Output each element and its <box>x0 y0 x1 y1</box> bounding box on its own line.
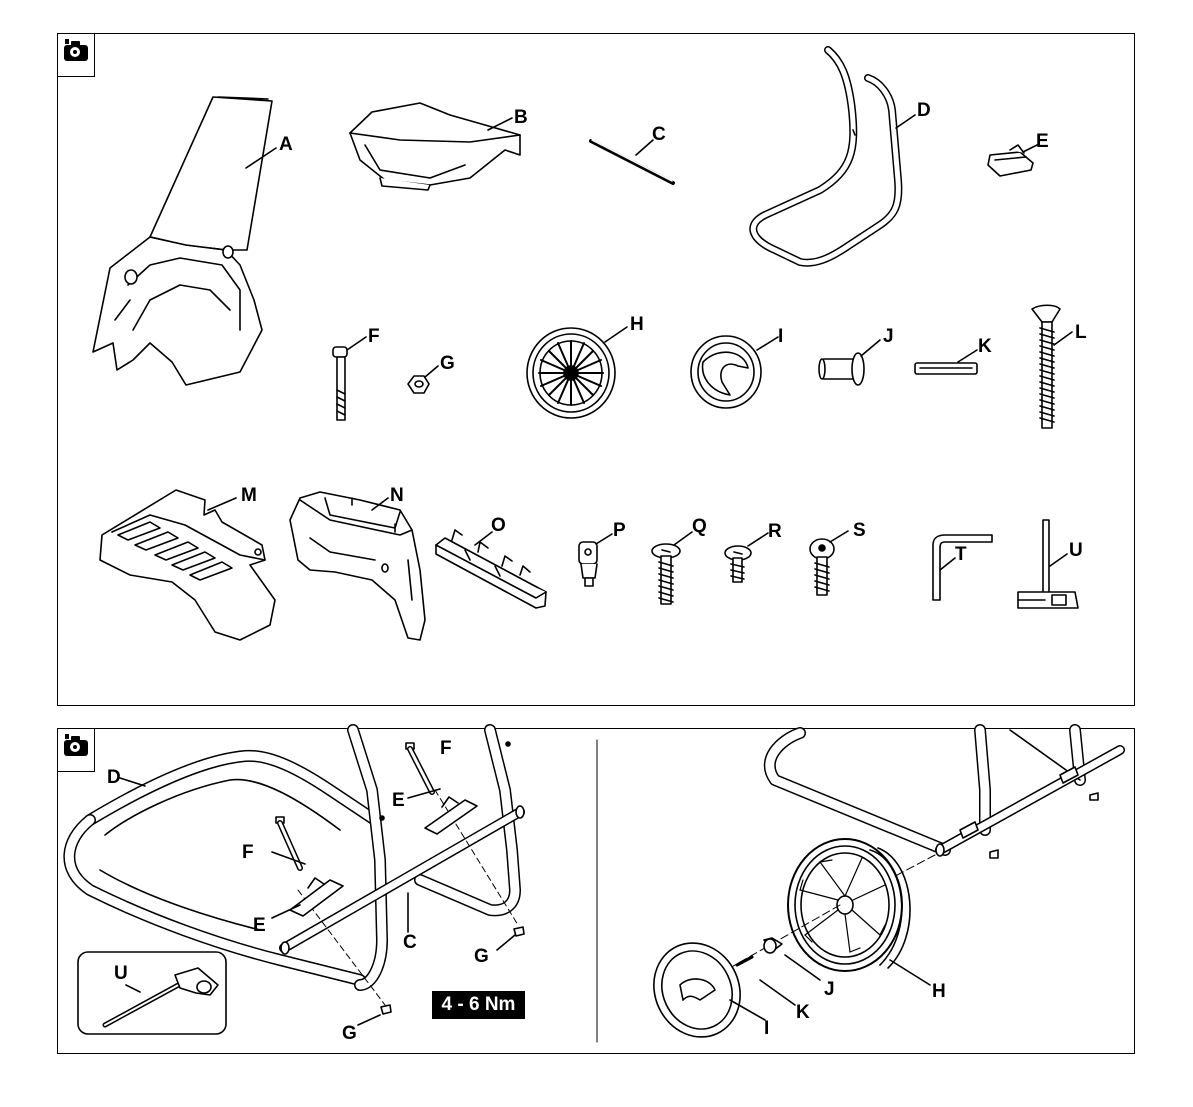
label-t: T <box>955 545 967 564</box>
label-j: J <box>883 327 894 346</box>
label-k: K <box>978 337 992 356</box>
label-frame-f-top: F <box>440 739 452 758</box>
part-a-chute <box>93 97 272 385</box>
label-frame-e-left: E <box>253 916 266 935</box>
part-k-pin <box>915 363 977 374</box>
part-h-wheel <box>527 328 615 418</box>
label-g: G <box>440 354 455 373</box>
label-wheel-k: K <box>796 1003 810 1022</box>
label-wheel-h: H <box>932 982 946 1001</box>
torque-badge: 4 - 6 Nm <box>432 991 525 1019</box>
label-i: I <box>778 327 783 346</box>
label-d: D <box>917 101 931 120</box>
wheel-assembly <box>639 730 1120 1051</box>
label-frame-g-right: G <box>474 947 489 966</box>
label-frame-e-top: E <box>392 791 405 810</box>
part-s-screw <box>810 539 834 595</box>
label-q: Q <box>692 517 707 536</box>
label-m: M <box>241 486 257 505</box>
label-c: C <box>652 125 666 144</box>
part-c-shaft <box>591 140 673 183</box>
label-p: P <box>613 521 626 540</box>
part-g-nut <box>408 376 429 393</box>
label-b: B <box>514 108 528 127</box>
label-r: R <box>768 522 782 541</box>
part-b-cover <box>350 103 520 190</box>
part-d-frame <box>753 50 898 263</box>
part-n-housing <box>290 492 425 640</box>
label-u: U <box>1069 541 1083 560</box>
label-frame-d: D <box>107 768 121 787</box>
label-h: H <box>630 315 644 334</box>
label-frame-c: C <box>403 933 417 952</box>
part-m-guard <box>100 490 275 640</box>
label-s: S <box>853 521 866 540</box>
label-wheel-i: I <box>764 1019 769 1038</box>
part-i-hubcap <box>691 336 761 408</box>
label-l: L <box>1075 323 1087 342</box>
part-r-screw <box>725 546 751 582</box>
label-a: A <box>279 135 293 154</box>
part-j-bushing <box>819 353 864 385</box>
part-l-screw <box>1032 305 1060 428</box>
part-p-plug <box>579 542 597 586</box>
label-frame-f-left: F <box>242 843 254 862</box>
label-n: N <box>390 486 404 505</box>
part-o-bar <box>436 530 546 608</box>
wrench-inset <box>78 952 226 1034</box>
label-wheel-j: J <box>824 980 835 999</box>
label-o: O <box>491 516 506 535</box>
label-f: F <box>368 327 380 346</box>
part-u-twrench <box>1018 520 1078 608</box>
label-e: E <box>1036 132 1049 151</box>
label-frame-u: U <box>114 964 128 983</box>
part-f-bolt <box>333 347 347 420</box>
part-q-screw <box>652 544 680 604</box>
label-frame-g-bottom: G <box>342 1024 357 1043</box>
